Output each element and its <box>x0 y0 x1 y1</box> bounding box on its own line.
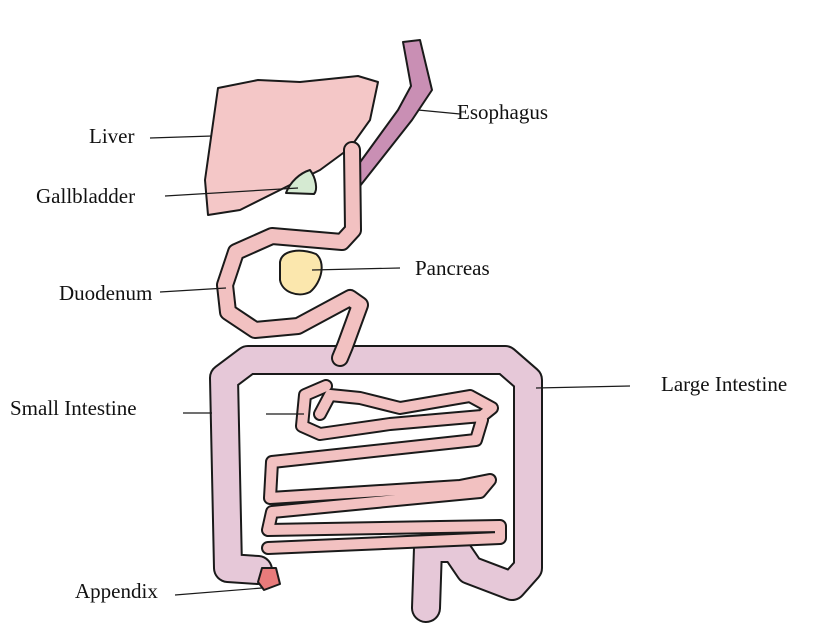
duodenum-leader-line <box>159 287 227 293</box>
gallbladder-leader-line <box>164 187 299 197</box>
large-intestine <box>209 345 543 623</box>
small-intestine-label: Small Intestine <box>10 396 137 420</box>
appendix-leader-line <box>174 587 263 596</box>
esophagus-leader-line <box>417 109 461 115</box>
large-intestine-fill <box>211 347 541 621</box>
liver-leader-line <box>149 135 213 139</box>
esophagus-label: Esophagus <box>457 100 548 124</box>
small-intestine <box>216 141 507 555</box>
liver-label: Liver <box>89 124 134 148</box>
gallbladder-label: Gallbladder <box>36 184 135 208</box>
pancreas <box>279 249 323 296</box>
small-intestine-coils-fill <box>263 381 505 553</box>
duodenum-fill <box>218 143 367 365</box>
large-intestine-leader-line <box>535 385 631 389</box>
large-intestine-label: Large Intestine <box>661 372 787 396</box>
pancreas-leader-line <box>311 267 401 271</box>
appendix <box>257 567 281 591</box>
appendix-label: Appendix <box>75 579 158 603</box>
duodenum-label: Duodenum <box>59 281 152 305</box>
pancreas-label: Pancreas <box>415 256 490 280</box>
